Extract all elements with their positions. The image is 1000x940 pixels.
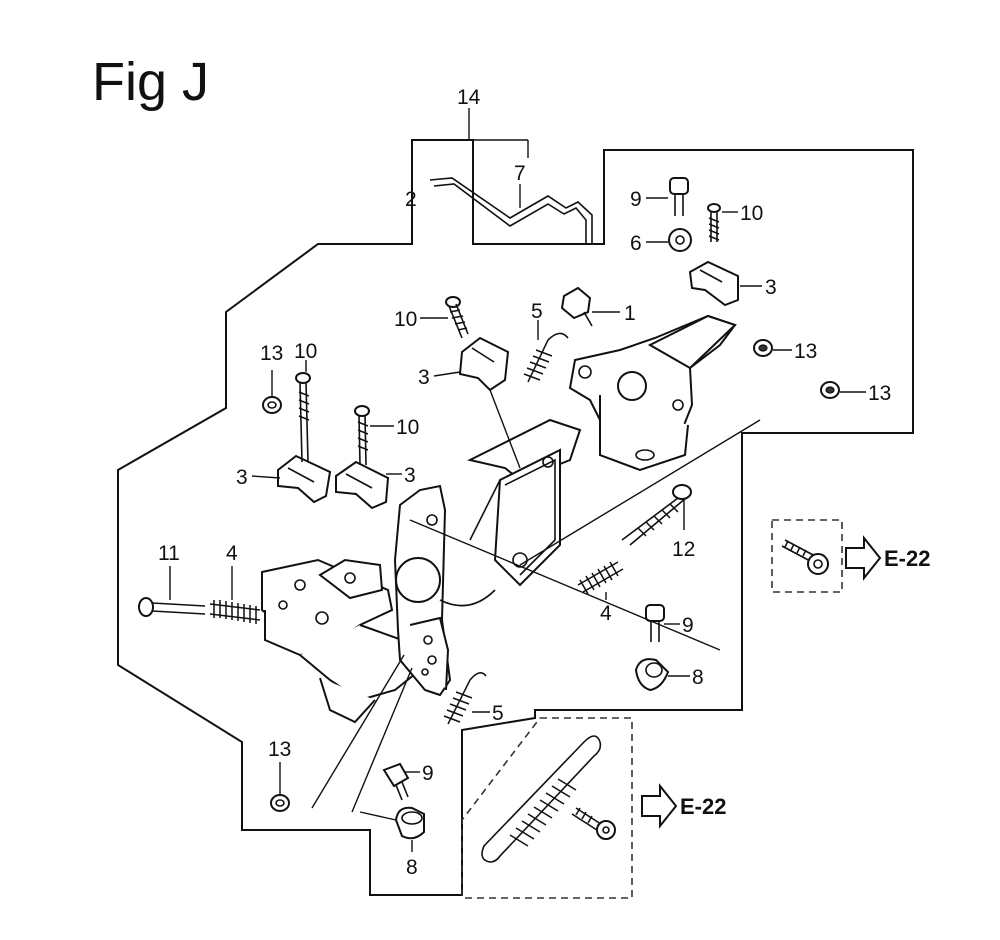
bolt-top bbox=[669, 177, 689, 216]
nut-right-b bbox=[820, 381, 840, 399]
callout-5-upper: 5 bbox=[531, 300, 543, 323]
assembly-boundary bbox=[117, 139, 914, 896]
callout-4-left: 4 bbox=[226, 542, 238, 565]
callout-14: 14 bbox=[457, 86, 481, 109]
leader-lines bbox=[169, 108, 866, 852]
long-bolt-11 bbox=[138, 597, 206, 617]
hardware-reference-box bbox=[771, 519, 843, 593]
callout-13-left-top: 13 bbox=[260, 342, 283, 365]
governor-rod bbox=[429, 177, 593, 244]
callout-1: 1 bbox=[624, 302, 636, 325]
callout-2: 2 bbox=[405, 188, 417, 211]
callout-10-center: 10 bbox=[394, 308, 417, 331]
callout-6: 6 bbox=[630, 232, 642, 255]
callout-8-right: 8 bbox=[692, 666, 704, 689]
clamp-upper-right bbox=[688, 260, 739, 307]
spring-reference-box bbox=[461, 717, 633, 899]
figure-title: Fig J bbox=[92, 52, 209, 112]
callout-11: 11 bbox=[158, 542, 180, 565]
spring-left-4 bbox=[209, 600, 261, 624]
spring-bolt-icon bbox=[571, 807, 616, 840]
spring-right-4 bbox=[577, 561, 624, 595]
clamp-left-b bbox=[335, 460, 390, 510]
callout-13-right-b: 13 bbox=[868, 382, 891, 405]
reference-arrow-top bbox=[845, 535, 882, 581]
callout-3-left-b: 3 bbox=[404, 464, 416, 487]
vertical-link bbox=[311, 654, 413, 821]
left-bracket bbox=[261, 558, 422, 724]
nut-bottom bbox=[270, 794, 290, 812]
screw-center bbox=[445, 296, 469, 339]
control-plate bbox=[568, 314, 737, 472]
cap-right bbox=[634, 658, 670, 692]
reference-label-top: E-22 bbox=[884, 546, 930, 571]
callout-10-left-b: 10 bbox=[396, 416, 419, 439]
callout-13-bottom: 13 bbox=[268, 738, 291, 761]
governor-arm bbox=[393, 484, 496, 697]
reference-arrow-bottom bbox=[641, 783, 678, 829]
clamp-center bbox=[458, 336, 510, 392]
callout-8-bottom: 8 bbox=[406, 856, 418, 879]
screw-left-a bbox=[295, 372, 311, 463]
callout-12: 12 bbox=[672, 538, 695, 561]
clamp-left-a bbox=[277, 454, 332, 504]
spring-lower bbox=[443, 672, 487, 725]
nut-right-a bbox=[753, 339, 773, 357]
nut-left-top bbox=[262, 396, 282, 414]
bolt-washer-icon bbox=[781, 539, 829, 575]
callout-10-top: 10 bbox=[740, 202, 763, 225]
callout-7: 7 bbox=[514, 162, 526, 185]
callout-9-right: 9 bbox=[682, 614, 694, 637]
collar-6 bbox=[668, 228, 692, 252]
long-spring-icon bbox=[481, 735, 602, 863]
bolt-right bbox=[645, 604, 665, 642]
callout-5-lower: 5 bbox=[492, 702, 504, 725]
adjust-screw-12 bbox=[621, 484, 692, 546]
center-bracket bbox=[467, 418, 582, 587]
screw-left-b bbox=[354, 405, 370, 466]
callout-4-right: 4 bbox=[600, 602, 612, 625]
reference-label-bottom: E-22 bbox=[680, 794, 726, 819]
callout-9-bottom: 9 bbox=[422, 762, 434, 785]
bolt-bottom bbox=[382, 762, 410, 801]
callout-3-left-a: 3 bbox=[236, 466, 248, 489]
throttle-cable bbox=[409, 419, 761, 651]
callout-13-right-a: 13 bbox=[794, 340, 817, 363]
screw-top-right bbox=[707, 203, 721, 242]
cap-bottom bbox=[394, 806, 425, 840]
spring-upper bbox=[523, 332, 569, 383]
callout-3-upper-right: 3 bbox=[765, 276, 777, 299]
callout-9-top: 9 bbox=[630, 188, 642, 211]
clip-1 bbox=[560, 286, 593, 327]
callout-3-center: 3 bbox=[418, 366, 430, 389]
callout-10-left-a: 10 bbox=[294, 340, 317, 363]
